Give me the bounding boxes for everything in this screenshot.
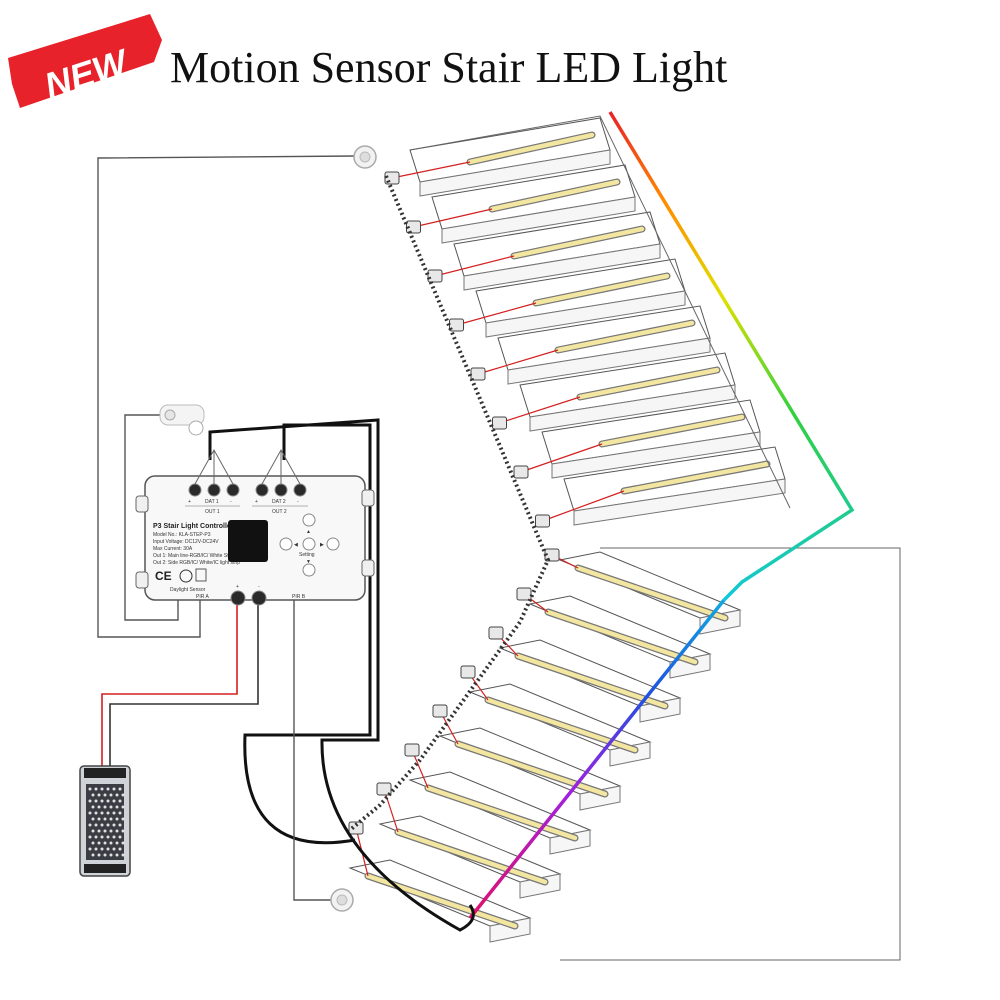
strip-connector (460, 665, 476, 679)
setting-label: Setting (299, 552, 315, 558)
lower-step (404, 743, 592, 855)
pir-sensor-bottom (330, 888, 354, 912)
lower-step (376, 782, 562, 899)
upper-step (513, 399, 761, 479)
button-right[interactable] (326, 537, 340, 551)
wire-power-black (109, 605, 259, 768)
button-top[interactable] (302, 513, 316, 527)
out2-minus-label: - (297, 499, 299, 505)
button-bottom[interactable] (302, 563, 316, 577)
wire-out1 (208, 418, 475, 932)
strip-connector (348, 821, 364, 835)
new-badge-shape (8, 14, 162, 108)
upper-step (384, 117, 611, 197)
spec-line: Out 2: Side RGB/IC/ White/IC light strip (153, 560, 240, 566)
upper-step (406, 164, 636, 244)
out1-terminals (188, 483, 240, 497)
strip-connector (492, 416, 507, 430)
daylight-sensor-label: Daylight Sensor (170, 587, 206, 593)
out2-label: OUT 2 (272, 509, 287, 515)
staircase (348, 115, 901, 961)
arrow-right-icon: ▶ (320, 542, 324, 548)
strip-connector (427, 269, 443, 283)
data-cable-chain (348, 175, 551, 832)
stair-light-controller: + - DAT 1 + - DAT 2 OUT 1 OUT 2 P3 Stair… (135, 448, 375, 606)
spec-line: Input Voltage: DC12V-DC24V (153, 539, 219, 545)
button-left[interactable] (279, 537, 293, 551)
dat2-label: DAT 2 (272, 499, 286, 505)
out1-plus-label: + (188, 499, 191, 505)
upper-step (492, 352, 736, 432)
upper-step (449, 258, 686, 338)
power-supply (79, 765, 131, 877)
pir-a-label: PIR A (196, 594, 209, 600)
pir-sensor-top (353, 145, 377, 169)
wire-daylight (124, 414, 179, 621)
controller-display (228, 520, 268, 562)
weee-icon (195, 568, 207, 582)
upper-wall (409, 115, 791, 509)
power-minus-label: - (258, 584, 260, 590)
rohs-icon (179, 569, 193, 583)
page-title: Motion Sensor Stair LED Light (170, 43, 727, 92)
arrow-down-icon: ▼ (306, 559, 311, 565)
stair-wall (560, 547, 901, 961)
upper-step (427, 211, 661, 291)
strip-connector (513, 465, 529, 479)
controller-name: P3 Stair Light Controller (153, 523, 234, 530)
spec-line: Max Current: 30A (153, 546, 193, 552)
pir-b-label: PIR B (292, 594, 306, 600)
wire-out2 (243, 423, 372, 845)
wire-pir-top (97, 155, 357, 638)
out2-terminals (255, 483, 307, 497)
spec-line: Out 1: Main line-RGB/IC/ White Strip (153, 553, 234, 559)
lower-step (488, 626, 682, 723)
new-badge: NEW (8, 14, 162, 108)
ce-mark: CE (155, 569, 172, 583)
lower-step (432, 704, 622, 811)
wire-pir-bottom (293, 597, 338, 901)
arrow-up-icon: ▲ (306, 529, 311, 535)
wire-power-red (101, 605, 238, 768)
power-input-terminals: + - (230, 584, 267, 606)
strip-connector (406, 220, 421, 234)
setting-button[interactable] (302, 537, 316, 551)
strip-connector (376, 782, 392, 796)
power-plus-label: + (236, 584, 239, 590)
strip-connector (535, 514, 550, 528)
arrow-left-icon: ◀ (294, 542, 298, 548)
power-wires (101, 605, 259, 768)
rgb-strip-lower (468, 598, 726, 920)
rgb-strip (468, 111, 855, 920)
strip-connector (404, 743, 420, 757)
out1-minus-label: - (230, 499, 232, 505)
strip-connector (432, 704, 448, 718)
spec-line: Model No.: KLA-STEP-P3 (153, 532, 211, 538)
strip-connector (516, 587, 532, 601)
terminal-leads (194, 448, 301, 485)
upper-step (535, 446, 786, 528)
out1-label: OUT 1 (205, 509, 220, 515)
lower-step (516, 587, 712, 679)
control-buttons: Setting ▲ ▼ ◀ ▶ (279, 513, 340, 577)
daylight-sensor (159, 404, 205, 436)
out2-plus-label: + (255, 499, 258, 505)
dat1-label: DAT 1 (205, 499, 219, 505)
rgb-strip-upper (608, 111, 855, 602)
strip-connector (488, 626, 504, 640)
upper-step (470, 305, 711, 385)
control-wires (208, 418, 475, 932)
